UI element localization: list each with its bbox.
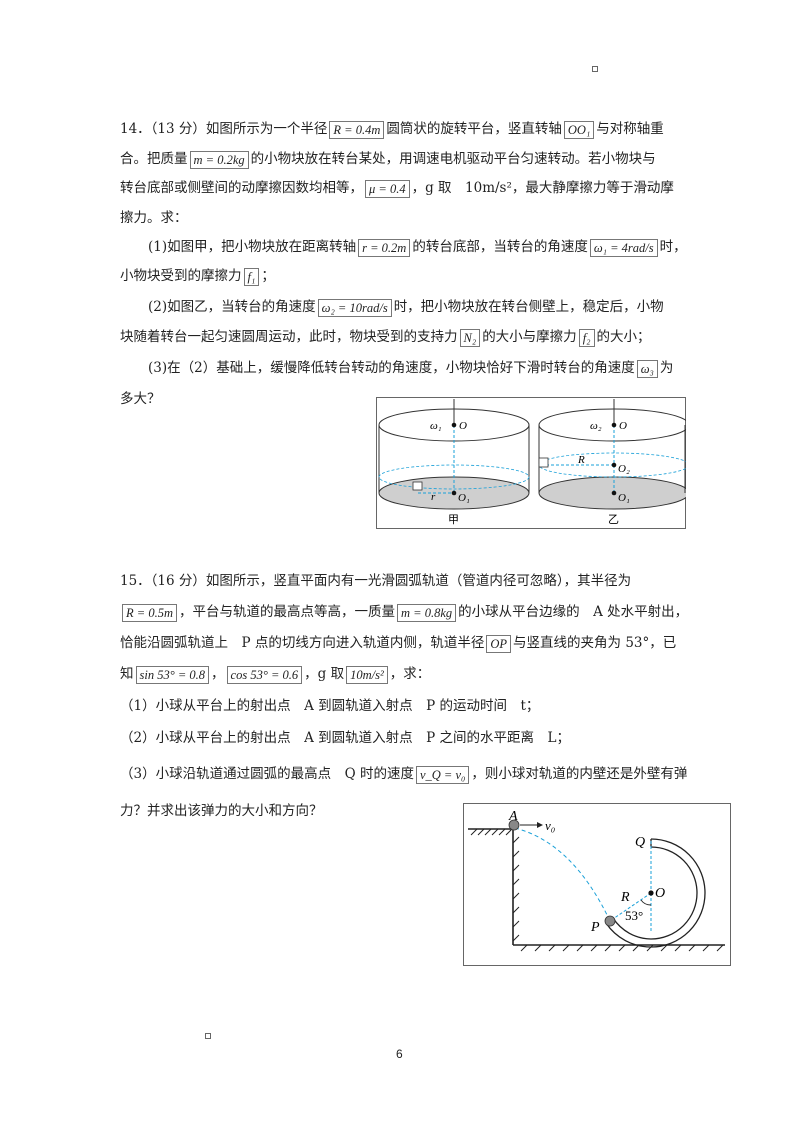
ball-P xyxy=(604,915,616,927)
q15-line-6: （2）小球从平台上的射出点 A 到圆轨道入射点 P 之间的水平距离 L； xyxy=(120,730,570,746)
formula-N2: N₂ xyxy=(459,328,481,347)
cylinder-yi: ω₂ O R O₂ O₁ 乙 xyxy=(538,399,686,526)
q15-line-5: （1）小球从平台上的射出点 A 到圆轨道入射点 P 的运动时间 t； xyxy=(120,698,540,714)
label-r: r xyxy=(431,491,436,503)
formula-R: R = 0.4m xyxy=(329,120,385,139)
label-omega1: ω₁ xyxy=(430,420,442,432)
q14-line-4: 擦力。求： xyxy=(120,210,188,226)
page-number: 6 xyxy=(396,1047,403,1061)
label-omega2: ω₂ xyxy=(590,420,602,432)
formula-f1: f₁ xyxy=(243,267,260,286)
label-A: A xyxy=(508,809,518,824)
label-v0: v₀ xyxy=(545,818,555,833)
caption-yi: 乙 xyxy=(608,513,619,526)
ball-A xyxy=(508,819,520,831)
label-O-jia: O xyxy=(459,420,467,432)
label-angle: 53° xyxy=(625,908,643,923)
q15-figure: A v₀ Q R O P 53° xyxy=(463,803,731,966)
formula-R-15: R = 0.5m xyxy=(122,603,177,622)
formula-m: m = 0.2kg xyxy=(189,150,249,169)
label-O1-yi: O₁ xyxy=(618,492,630,504)
formula-sin53: sin 53° = 0.8 xyxy=(135,665,210,684)
formula-vQ: v_Q = v₀ xyxy=(415,765,470,784)
label-O1-jia: O₁ xyxy=(458,492,470,504)
block-yi xyxy=(538,457,549,468)
formula-OP: OP xyxy=(486,634,512,653)
formula-OO1: OO₁ xyxy=(563,120,595,139)
label-R: R xyxy=(620,890,630,905)
q14-line-3: 转台底部或侧壁间的动摩擦因数均相等，μ = 0.4，g 取 10m/s²，最大静… xyxy=(120,179,674,198)
q14-line-10: 多大？ xyxy=(120,391,161,407)
corner-mark-bottom xyxy=(205,1033,211,1039)
figure-frame xyxy=(376,397,686,529)
formula-r: r = 0.2m xyxy=(358,238,411,257)
label-P: P xyxy=(590,920,600,935)
label-O2: O₂ xyxy=(618,463,630,475)
q14-figure: ω₁ O O₁ r 甲 ω₂ O R O₂ O₁ 乙 xyxy=(376,397,686,529)
label-O-yi: O xyxy=(619,420,627,432)
formula-cos53: cos 53° = 0.6 xyxy=(226,665,303,684)
formula-omega2: ω₂ = 10rad/s xyxy=(317,298,392,317)
q15-line-1: 15．（16 分）如图所示，竖直平面内有一光滑圆弧轨道（管道内径可忽略），其半径… xyxy=(120,573,632,589)
formula-f2: f₂ xyxy=(578,328,595,347)
label-R-yi: R xyxy=(577,454,585,466)
label-O: O xyxy=(655,886,665,901)
formula-omega3: ω₃ xyxy=(636,359,658,378)
formula-g: 10m/s² xyxy=(346,665,388,684)
caption-jia: 甲 xyxy=(448,514,459,526)
formula-m-15: m = 0.8kg xyxy=(396,603,457,622)
figure-frame xyxy=(463,803,731,966)
label-Q: Q xyxy=(635,835,645,850)
formula-omega1: ω₁ = 4rad/s xyxy=(589,238,658,257)
block-jia xyxy=(412,481,423,491)
q15-line-8: 力？并求出该弹力的大小和方向？ xyxy=(120,803,323,819)
cylinder-jia: ω₁ O O₁ r 甲 xyxy=(378,399,530,526)
corner-mark-top xyxy=(592,66,598,72)
formula-mu: μ = 0.4 xyxy=(365,179,410,198)
